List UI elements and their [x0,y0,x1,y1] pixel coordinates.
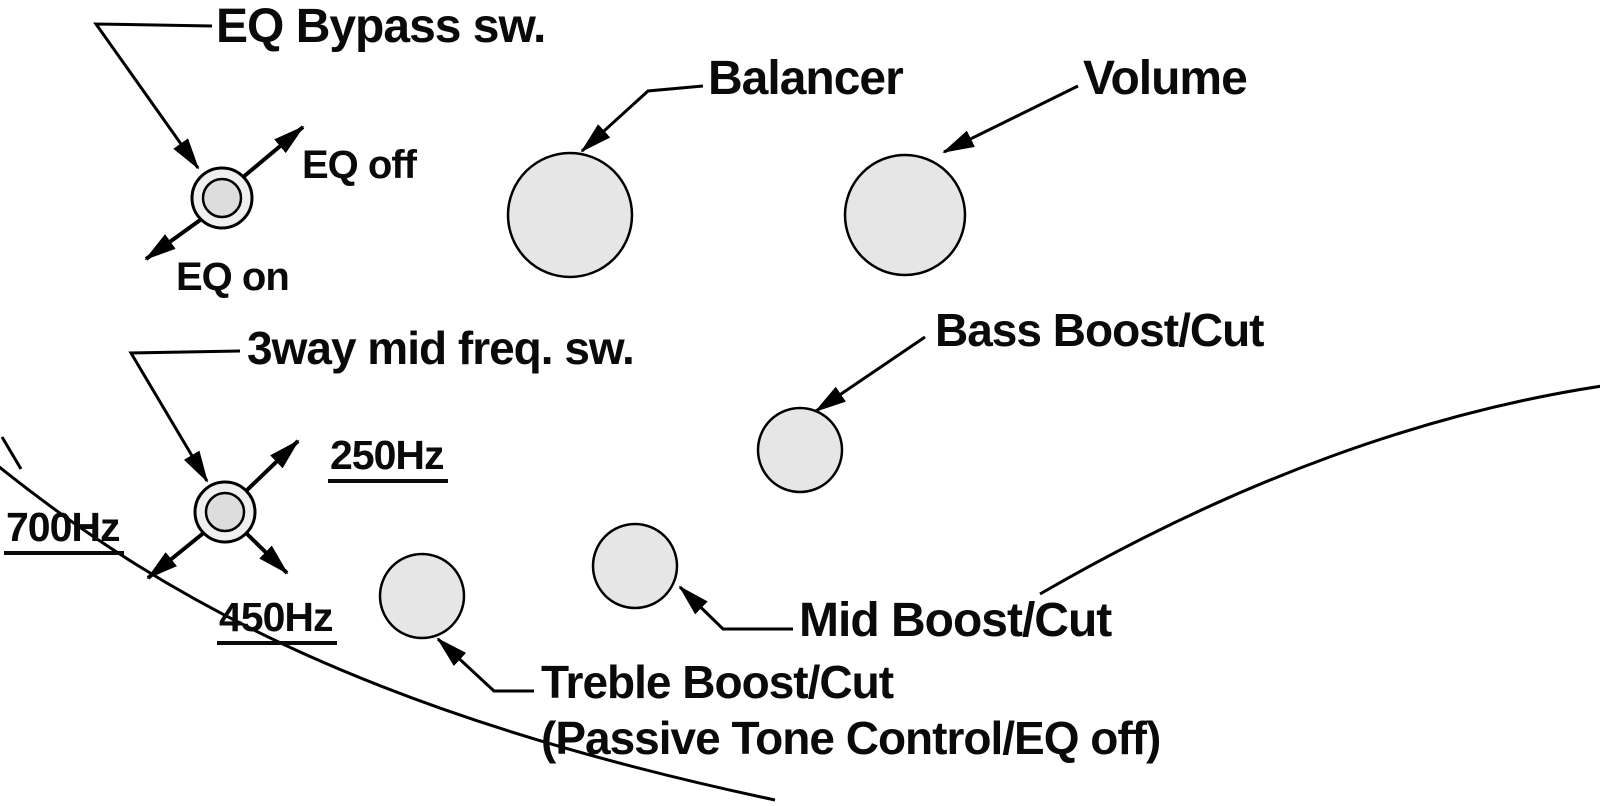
mid-knob [591,522,679,610]
volume-knob [843,153,967,277]
label-250hz: 250Hz [328,433,448,484]
label-eq-on: EQ on [176,255,290,299]
leader-volume [942,84,1079,154]
arrow-700hz [146,529,208,580]
arrow-eq-on [144,216,205,261]
leader-mid-boost [678,585,793,631]
arrow-eq-off [240,125,305,180]
treble-knob [378,552,466,640]
mid-freq-switch-center [204,491,246,533]
label-700hz: 700Hz [4,505,124,556]
balancer-knob [506,151,634,279]
body-outline-right [1039,384,1600,596]
arrow-250hz [242,439,300,495]
leader-balancer [580,84,704,153]
label-treble-note: (Passive Tone Control/EQ off) [541,712,1161,764]
label-bass-boost-cut: Bass Boost/Cut [935,304,1264,356]
body-outline-left [0,465,776,802]
label-balancer: Balancer [708,52,904,105]
leader-bass [814,335,926,413]
label-eq-off: EQ off [302,143,417,187]
body-outline-tick [0,436,23,470]
label-eq-bypass: EQ Bypass sw. [216,0,546,53]
leader-mid-freq-sw [128,349,241,483]
label-mid-boost-cut: Mid Boost/Cut [799,594,1112,647]
label-450hz: 450Hz [217,595,337,646]
label-treble-boost-cut: Treble Boost/Cut [541,656,894,708]
label-mid-freq-sw: 3way mid freq. sw. [247,322,635,374]
bass-knob [756,406,844,494]
eq-bypass-switch-center [201,177,243,219]
arrow-450hz [242,529,289,575]
leader-eq-bypass [93,22,213,170]
label-volume: Volume [1083,52,1248,105]
leader-treble-boost [436,637,534,693]
